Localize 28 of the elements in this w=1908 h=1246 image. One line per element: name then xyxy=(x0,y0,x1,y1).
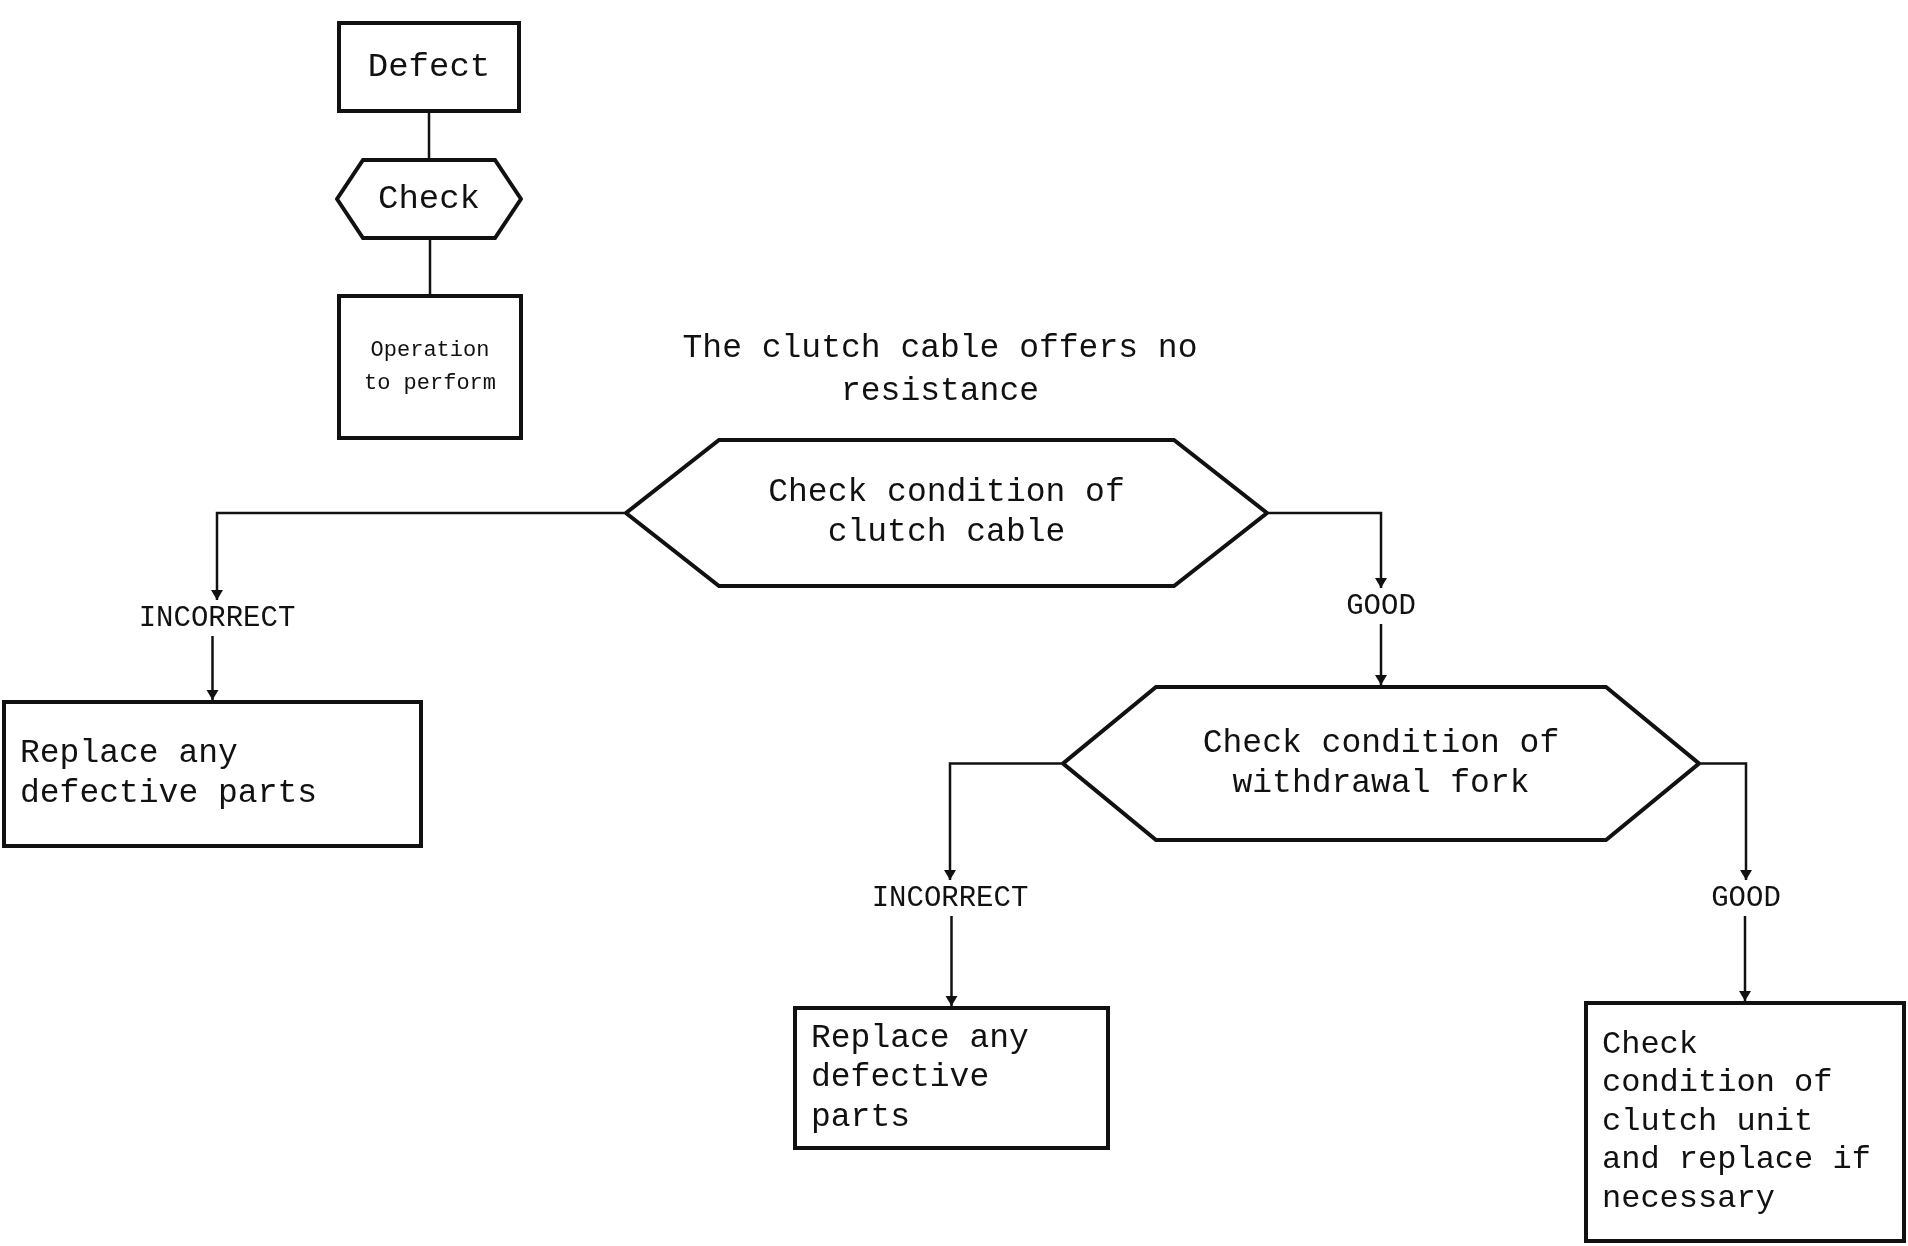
arrow xyxy=(945,916,958,1006)
branch-label: GOOD xyxy=(1691,880,1801,916)
branch-label: INCORRECT xyxy=(112,600,322,636)
box-text: Replace any defective parts xyxy=(20,734,319,814)
process-box xyxy=(1584,1001,1906,1243)
branch-label: INCORRECT xyxy=(845,880,1055,916)
connector-line xyxy=(428,240,432,294)
box-text: Operation to perform xyxy=(363,337,497,398)
fault-title: The clutch cable offers no resistance xyxy=(681,329,1199,412)
branch-label: GOOD xyxy=(1326,588,1436,624)
decision-text: Check xyxy=(378,178,480,220)
connector-line xyxy=(427,113,431,158)
arrow xyxy=(1375,624,1387,685)
process-box xyxy=(337,21,521,113)
process-box xyxy=(793,1006,1110,1150)
arrow xyxy=(944,762,1061,880)
box-text: Check condition of clutch unit and replace if necessary xyxy=(1602,1026,1872,1218)
process-box xyxy=(337,294,523,440)
process-box xyxy=(2,700,423,848)
box-text: Defect xyxy=(367,46,491,88)
arrow xyxy=(1701,762,1752,880)
box-text: Replace any defective parts xyxy=(811,1018,1030,1138)
arrow xyxy=(1739,916,1751,1001)
decision-text: Check condition of clutch cable xyxy=(767,473,1126,553)
decision-text: Check condition of withdrawal fork xyxy=(1201,723,1561,804)
arrow xyxy=(1269,511,1387,588)
arrow xyxy=(211,511,624,600)
arrow xyxy=(206,636,219,700)
